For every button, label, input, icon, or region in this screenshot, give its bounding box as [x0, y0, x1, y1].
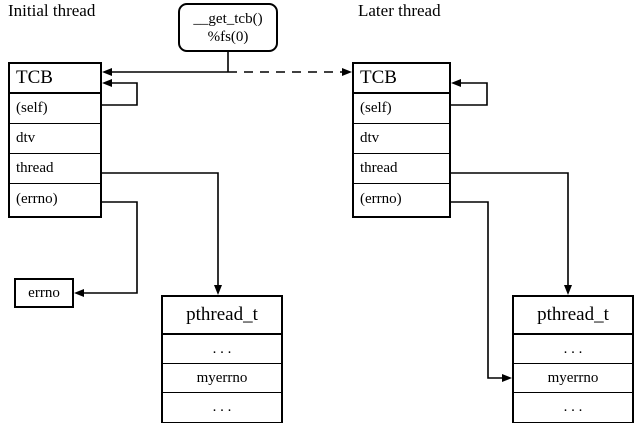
- tcb-later-field-dtv: dtv: [354, 124, 449, 154]
- pthread-initial-struct: pthread_t . . . myerrno . . .: [161, 295, 283, 423]
- pthread-later-field-ellipsis-bottom: . . .: [514, 393, 632, 422]
- tcb-initial-struct: TCB (self) dtv thread (errno): [8, 62, 102, 218]
- pthread-initial-header: pthread_t: [163, 297, 281, 335]
- tcb-later-field-errno: (errno): [354, 184, 449, 214]
- wire-later-errno-to-myerrno: [451, 201, 506, 379]
- pthread-later-header: pthread_t: [514, 297, 632, 335]
- tcb-later-struct: TCB (self) dtv thread (errno): [352, 62, 451, 218]
- arrow-initial-self-loop: [102, 79, 112, 87]
- pthread-later-field-ellipsis-top: . . .: [514, 335, 632, 364]
- arrow-later-thread-to-pthread: [564, 285, 572, 295]
- tcb-later-field-thread: thread: [354, 154, 449, 184]
- pthread-initial-field-ellipsis-bottom: . . .: [163, 393, 281, 422]
- wire-initial-thread-to-pthread: [102, 172, 219, 289]
- tcb-initial-field-dtv: dtv: [10, 124, 100, 154]
- errno-variable-box: errno: [14, 278, 74, 308]
- pthread-later-struct: pthread_t . . . myerrno . . .: [512, 295, 634, 423]
- get-tcb-register-label: %fs(0): [207, 28, 249, 45]
- get-tcb-node: __get_tcb() %fs(0): [178, 3, 278, 52]
- pthread-later-field-myerrno: myerrno: [514, 364, 632, 393]
- tcb-initial-header: TCB: [10, 64, 100, 94]
- pthread-initial-field-myerrno: myerrno: [163, 364, 281, 393]
- tcb-initial-field-thread: thread: [10, 154, 100, 184]
- get-tcb-function-label: __get_tcb(): [193, 10, 263, 27]
- pthread-initial-field-ellipsis-top: . . .: [163, 335, 281, 364]
- tcb-initial-field-self: (self): [10, 94, 100, 124]
- wire-later-thread-to-pthread: [451, 172, 569, 289]
- arrow-later-self-loop: [451, 79, 461, 87]
- arrow-get-tcb-to-later-tcb: [342, 68, 352, 76]
- arrow-initial-thread-to-pthread: [214, 285, 222, 295]
- title-later-thread: Later thread: [358, 1, 441, 20]
- title-initial-thread: Initial thread: [8, 1, 96, 20]
- arrow-initial-errno-to-errno-var: [74, 289, 84, 297]
- tcb-later-header: TCB: [354, 64, 449, 94]
- arrow-later-errno-to-myerrno: [502, 374, 512, 382]
- wire-initial-self-loop: [102, 82, 138, 106]
- tcb-later-field-self: (self): [354, 94, 449, 124]
- tcb-initial-field-errno: (errno): [10, 184, 100, 214]
- wire-later-self-loop: [451, 82, 488, 106]
- arrow-get-tcb-to-initial-tcb: [102, 68, 112, 76]
